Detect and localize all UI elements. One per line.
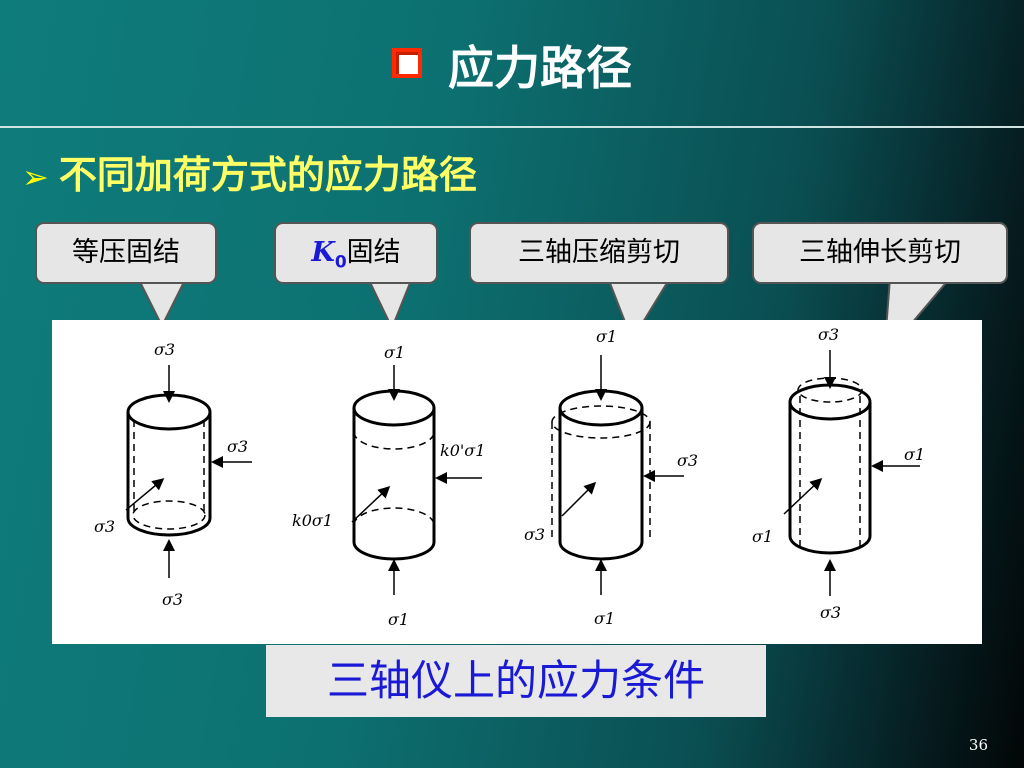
dashed-ellipse <box>132 500 206 530</box>
specimen-extension-labels: σ3 σ1 σ1 σ3 <box>752 325 925 622</box>
callout-label: 三轴压缩剪切 <box>518 237 680 268</box>
cylinder-bottom <box>126 517 212 537</box>
checkbox-bullet-icon <box>392 48 422 78</box>
slide-title: 应力路径 <box>0 32 1024 98</box>
callout-label: 固结 <box>346 237 401 268</box>
specimen-compression <box>551 355 684 595</box>
arrow-left <box>351 485 391 523</box>
label-sigma1-bottom: σ1 <box>594 609 615 628</box>
label-sigma3-top: σ3 <box>154 340 175 359</box>
label-k0-sigma1: k0σ1 <box>292 511 333 530</box>
callout-tail-1 <box>136 277 188 329</box>
dashed-top <box>551 405 651 439</box>
callout-isotropic-consolidation: 等压固结 <box>35 222 217 284</box>
dashed-bulge <box>551 422 651 542</box>
label-sigma3-right: σ3 <box>677 451 698 470</box>
dashed-top <box>353 431 435 450</box>
dashed-deformed <box>133 420 205 514</box>
page-number: 36 <box>968 736 988 754</box>
callout-k0-consolidation: K0固结 <box>274 222 438 284</box>
cylinder-bottom <box>352 541 436 561</box>
cylinder-bottom <box>788 535 872 555</box>
label-sigma3-top: σ3 <box>818 325 839 344</box>
label-sigma1-top: σ1 <box>596 327 617 346</box>
specimen-k0-labels: σ1 k0'σ1 k0σ1 σ1 <box>292 343 485 629</box>
specimen-extension <box>783 350 920 596</box>
caption-text: 三轴仪上的应力条件 <box>326 656 705 705</box>
cylinder-bottom <box>558 541 644 561</box>
label-sigma3-bottom: σ3 <box>820 603 841 622</box>
diagram-panel: σ3 σ3 σ3 σ3 σ1 k0'σ1 k0σ1 σ1 <box>52 320 982 644</box>
callout-k-subscript: 0 <box>334 252 347 273</box>
label-sigma3-left: σ3 <box>94 517 115 536</box>
label-sigma1-top: σ1 <box>384 343 405 362</box>
title-divider <box>0 126 1024 128</box>
label-sigma1-bottom: σ1 <box>388 610 409 629</box>
label-sigma3-left: σ3 <box>524 525 545 544</box>
bullet-text: 不同加荷方式的应力路径 <box>58 153 477 197</box>
bullet-point: ➢不同加荷方式的应力路径 <box>22 144 477 199</box>
arrow-left <box>783 477 823 515</box>
callout-k-symbol: K <box>311 237 335 268</box>
stress-diagram: σ3 σ3 σ3 σ3 σ1 k0'σ1 k0σ1 σ1 <box>94 325 925 629</box>
dashed-narrow <box>799 396 861 548</box>
label-sigma1-right: σ1 <box>904 445 925 464</box>
specimen-k0 <box>351 365 482 595</box>
slide-title-text: 应力路径 <box>448 41 632 95</box>
figure-caption: 三轴仪上的应力条件 <box>266 645 766 717</box>
callout-label: 等压固结 <box>72 237 180 268</box>
callout-triaxial-compression: 三轴压缩剪切 <box>469 222 729 284</box>
specimen-isotropic-labels: σ3 σ3 σ3 σ3 <box>94 340 248 609</box>
dashed-bottom <box>353 507 435 526</box>
label-k0prime-sigma1: k0'σ1 <box>440 441 485 460</box>
specimen-isotropic <box>125 365 252 578</box>
arrow-bullet-icon: ➢ <box>22 158 49 196</box>
cylinder-top <box>126 393 212 431</box>
callout-triaxial-extension: 三轴伸长剪切 <box>752 222 1008 284</box>
specimen-compression-labels: σ1 σ3 σ3 σ1 <box>524 327 698 628</box>
label-sigma3-bottom: σ3 <box>162 590 183 609</box>
callout-label: 三轴伸长剪切 <box>799 237 961 268</box>
label-sigma1-left: σ1 <box>752 527 773 546</box>
arrow-left <box>125 478 165 511</box>
arrow-left <box>561 481 597 517</box>
label-sigma3-right: σ3 <box>227 437 248 456</box>
